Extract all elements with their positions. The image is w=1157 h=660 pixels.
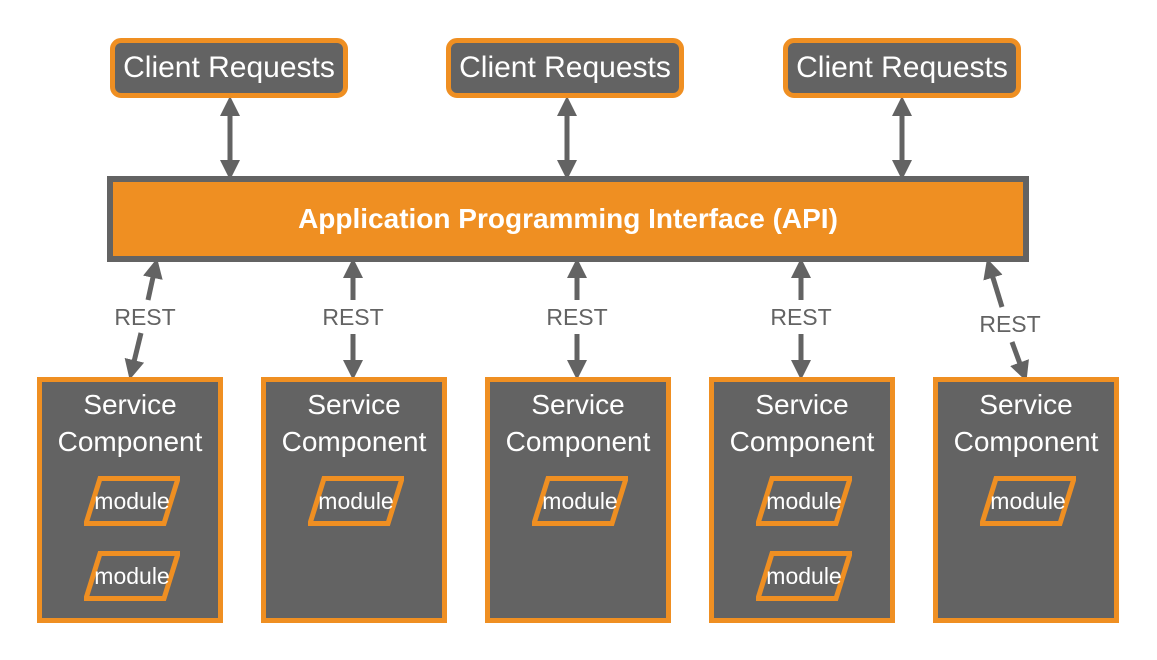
api-label: Application Programming Interface (API) (298, 203, 838, 234)
service-title-line1: Service (83, 389, 177, 420)
rest-label-3: REST (546, 304, 608, 330)
module-label: module (318, 488, 394, 514)
service-title: Service Component (266, 386, 442, 460)
service-title-line2: Component (281, 426, 427, 457)
service-title-line1: Service (307, 389, 401, 420)
module-shape: module (756, 551, 852, 601)
client-requests-label: Client Requests (459, 51, 671, 84)
client-requests-label: Client Requests (796, 51, 1008, 84)
rest-label-5: REST (979, 311, 1041, 337)
service-component-3: Service Component module (485, 377, 671, 623)
service-component-5: Service Component module (933, 377, 1119, 623)
module-label: module (94, 563, 170, 589)
service-title-line2: Component (729, 426, 875, 457)
module-shape: module (980, 476, 1076, 526)
module-shape: module (756, 476, 852, 526)
service-title-line1: Service (755, 389, 849, 420)
rest-label-1: REST (114, 304, 176, 330)
api-bar: Application Programming Interface (API) (107, 176, 1029, 262)
client-requests-label: Client Requests (123, 51, 335, 84)
api-service-arrow-5b (1009, 341, 1029, 382)
api-service-arrow-1a (143, 258, 163, 301)
service-title: Service Component (42, 386, 218, 460)
module-shape: module (84, 551, 180, 601)
api-service-arrow-5a (983, 258, 1005, 308)
module-shape: module (84, 476, 180, 526)
service-title-line2: Component (57, 426, 203, 457)
service-title-line1: Service (531, 389, 625, 420)
service-title-line2: Component (953, 426, 1099, 457)
service-component-2: Service Component module (261, 377, 447, 623)
service-title: Service Component (490, 386, 666, 460)
service-component-1: Service Component module module (37, 377, 223, 623)
api-service-arrow-1b (124, 332, 145, 380)
rest-label-4: REST (770, 304, 832, 330)
client-requests-box-2: Client Requests (446, 38, 684, 98)
module-shape: module (308, 476, 404, 526)
service-title-line2: Component (505, 426, 651, 457)
module-label: module (766, 563, 842, 589)
module-label: module (94, 488, 170, 514)
module-label: module (542, 488, 618, 514)
client-requests-box-1: Client Requests (110, 38, 348, 98)
module-shape: module (532, 476, 628, 526)
module-label: module (766, 488, 842, 514)
client-requests-box-3: Client Requests (783, 38, 1021, 98)
service-component-4: Service Component module module (709, 377, 895, 623)
service-title: Service Component (714, 386, 890, 460)
service-title: Service Component (938, 386, 1114, 460)
module-label: module (990, 488, 1066, 514)
service-title-line1: Service (979, 389, 1073, 420)
rest-label-2: REST (322, 304, 384, 330)
